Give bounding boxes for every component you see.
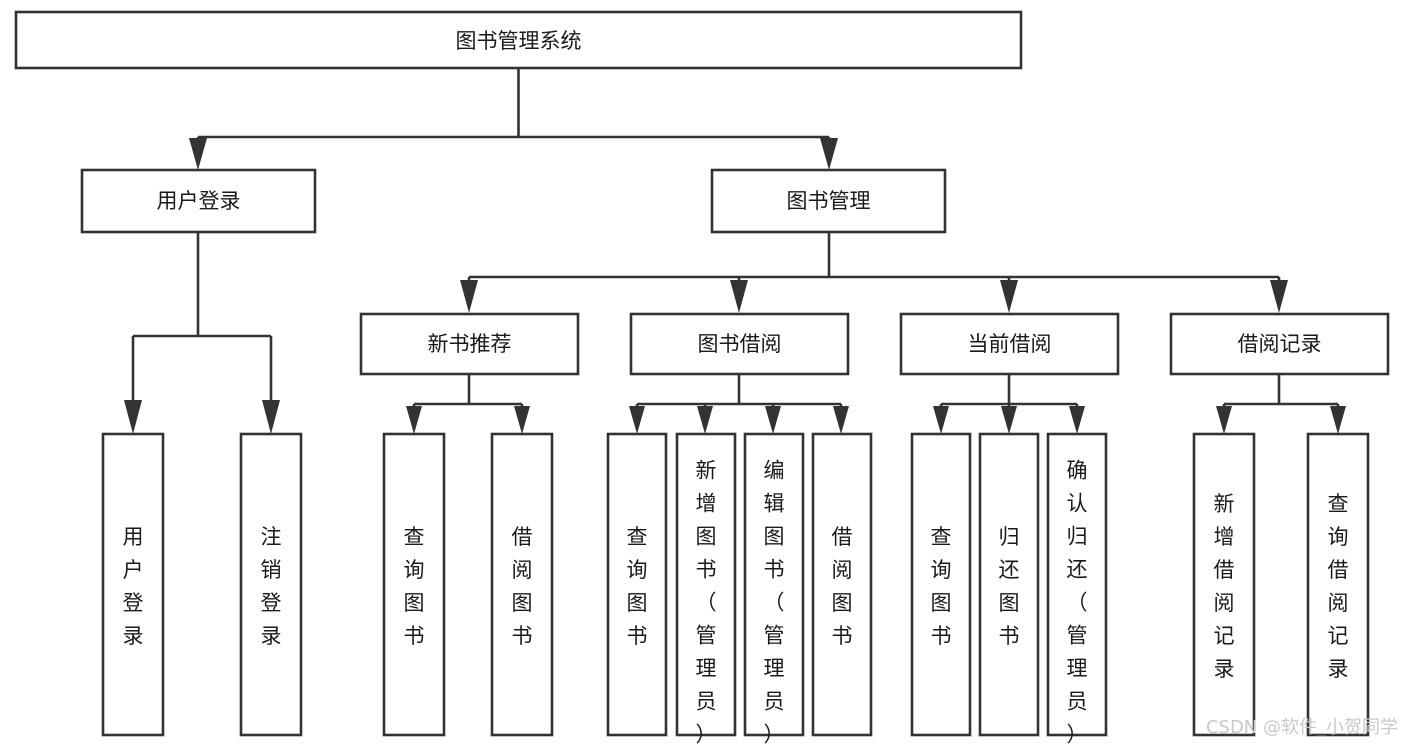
arrowhead-leaf-query-book-3 [933, 406, 949, 434]
node-new-book-recommend-box[interactable] [359, 312, 580, 376]
arrowhead-leaf-add-record [1216, 406, 1232, 434]
arrowhead-leaf-query-book-1 [406, 406, 422, 434]
node-leaf-add-record[interactable]: 新增借阅记录 [1192, 432, 1256, 737]
node-leaf-add-book-box[interactable] [675, 432, 737, 737]
node-current-borrow-label: 当前借阅 [968, 332, 1052, 356]
node-book-management-box[interactable] [710, 168, 947, 234]
node-user-login-label: 用户登录 [157, 189, 241, 213]
node-leaf-return-book-label: 归还图书 [999, 525, 1020, 648]
node-leaf-logout-login-label: 注销登录 [261, 525, 282, 648]
node-user-login-box[interactable] [80, 168, 317, 234]
node-root[interactable]: 图书管理系统 [14, 10, 1023, 70]
node-book-borrow-box[interactable] [629, 312, 850, 376]
node-current-borrow[interactable]: 当前借阅 [899, 312, 1120, 376]
node-leaf-query-book-3-label: 查询图书 [931, 525, 952, 648]
node-leaf-edit-book[interactable]: 编辑图书（管理员） [743, 432, 805, 747]
node-leaf-return-book[interactable]: 归还图书 [978, 432, 1040, 737]
node-root-box[interactable] [14, 10, 1023, 70]
arrowhead-book-management [820, 138, 838, 170]
node-leaf-confirm-return-label: 确认归还（管理员） [1067, 459, 1088, 747]
node-leaf-logout-login-box[interactable] [239, 432, 303, 737]
node-book-borrow[interactable]: 图书借阅 [629, 312, 850, 376]
arrowhead-current-borrow [1000, 280, 1018, 313]
connector-layer [124, 68, 1346, 434]
arrowhead-user-login [189, 138, 207, 170]
node-leaf-query-record-label: 查询借阅记录 [1328, 492, 1349, 681]
node-leaf-user-login-box[interactable] [101, 432, 165, 737]
arrowhead-leaf-borrow-book-1 [514, 406, 530, 434]
arrowhead-borrow-record [1270, 280, 1288, 313]
node-new-book-recommend-label: 新书推荐 [428, 332, 512, 356]
node-new-book-recommend[interactable]: 新书推荐 [359, 312, 580, 376]
node-leaf-return-book-box[interactable] [978, 432, 1040, 737]
node-borrow-record-box[interactable] [1169, 312, 1390, 376]
node-leaf-query-book-2[interactable]: 查询图书 [606, 432, 668, 737]
arrowhead-leaf-confirm-return [1069, 406, 1085, 434]
arrowhead-leaf-return-book [1001, 406, 1017, 434]
node-book-management-label: 图书管理 [787, 189, 871, 213]
node-root-label: 图书管理系统 [456, 29, 582, 53]
node-leaf-query-book-1-box[interactable] [382, 432, 446, 737]
node-leaf-edit-book-label: 编辑图书（管理员） [764, 459, 785, 747]
arrowhead-leaf-query-book-2 [629, 406, 645, 434]
node-leaf-query-book-3-box[interactable] [910, 432, 972, 737]
arrowhead-new-book-recommend [460, 280, 478, 313]
arrowhead-leaf-logout-login [262, 400, 280, 434]
node-leaf-query-book-2-label: 查询图书 [627, 525, 648, 648]
node-borrow-record[interactable]: 借阅记录 [1169, 312, 1390, 376]
node-leaf-add-record-label: 新增借阅记录 [1214, 492, 1235, 681]
node-leaf-user-login[interactable]: 用户登录 [101, 432, 165, 737]
node-current-borrow-box[interactable] [899, 312, 1120, 376]
node-leaf-borrow-book-2-box[interactable] [811, 432, 873, 737]
node-leaf-query-book-1[interactable]: 查询图书 [382, 432, 446, 737]
node-leaf-query-book-3[interactable]: 查询图书 [910, 432, 972, 737]
node-leaf-borrow-book-2[interactable]: 借阅图书 [811, 432, 873, 737]
csdn-watermark: CSDN @软件_小贺同学 [1206, 717, 1398, 738]
node-leaf-query-record[interactable]: 查询借阅记录 [1306, 432, 1370, 737]
arrowhead-leaf-query-record [1330, 406, 1346, 434]
node-leaf-borrow-book-1-box[interactable] [490, 432, 554, 737]
node-leaf-borrow-book-2-label: 借阅图书 [832, 525, 853, 648]
node-leaf-confirm-return[interactable]: 确认归还（管理员） [1046, 432, 1108, 747]
node-leaf-borrow-book-1[interactable]: 借阅图书 [490, 432, 554, 737]
node-leaf-add-book[interactable]: 新增图书（管理员） [675, 432, 737, 747]
arrowhead-leaf-user-login [124, 400, 142, 434]
arrowhead-book-borrow [730, 280, 748, 313]
arrowhead-leaf-borrow-book-2 [833, 406, 849, 434]
arrowhead-leaf-add-book [697, 406, 713, 434]
node-book-management[interactable]: 图书管理 [710, 168, 947, 234]
node-leaf-query-record-box[interactable] [1306, 432, 1370, 737]
node-leaf-add-book-label: 新增图书（管理员） [696, 459, 717, 747]
node-leaf-edit-book-box[interactable] [743, 432, 805, 737]
node-leaf-query-book-2-box[interactable] [606, 432, 668, 737]
node-user-login[interactable]: 用户登录 [80, 168, 317, 234]
node-leaf-query-book-1-label: 查询图书 [404, 525, 425, 648]
arrowhead-leaf-edit-book [765, 406, 781, 434]
node-leaf-borrow-book-1-label: 借阅图书 [512, 525, 533, 648]
node-borrow-record-label: 借阅记录 [1238, 332, 1322, 356]
node-leaf-confirm-return-box[interactable] [1046, 432, 1108, 737]
node-book-borrow-label: 图书借阅 [698, 332, 782, 356]
node-leaf-add-record-box[interactable] [1192, 432, 1256, 737]
node-leaf-user-login-label: 用户登录 [123, 525, 144, 648]
node-leaf-logout-login[interactable]: 注销登录 [239, 432, 303, 737]
